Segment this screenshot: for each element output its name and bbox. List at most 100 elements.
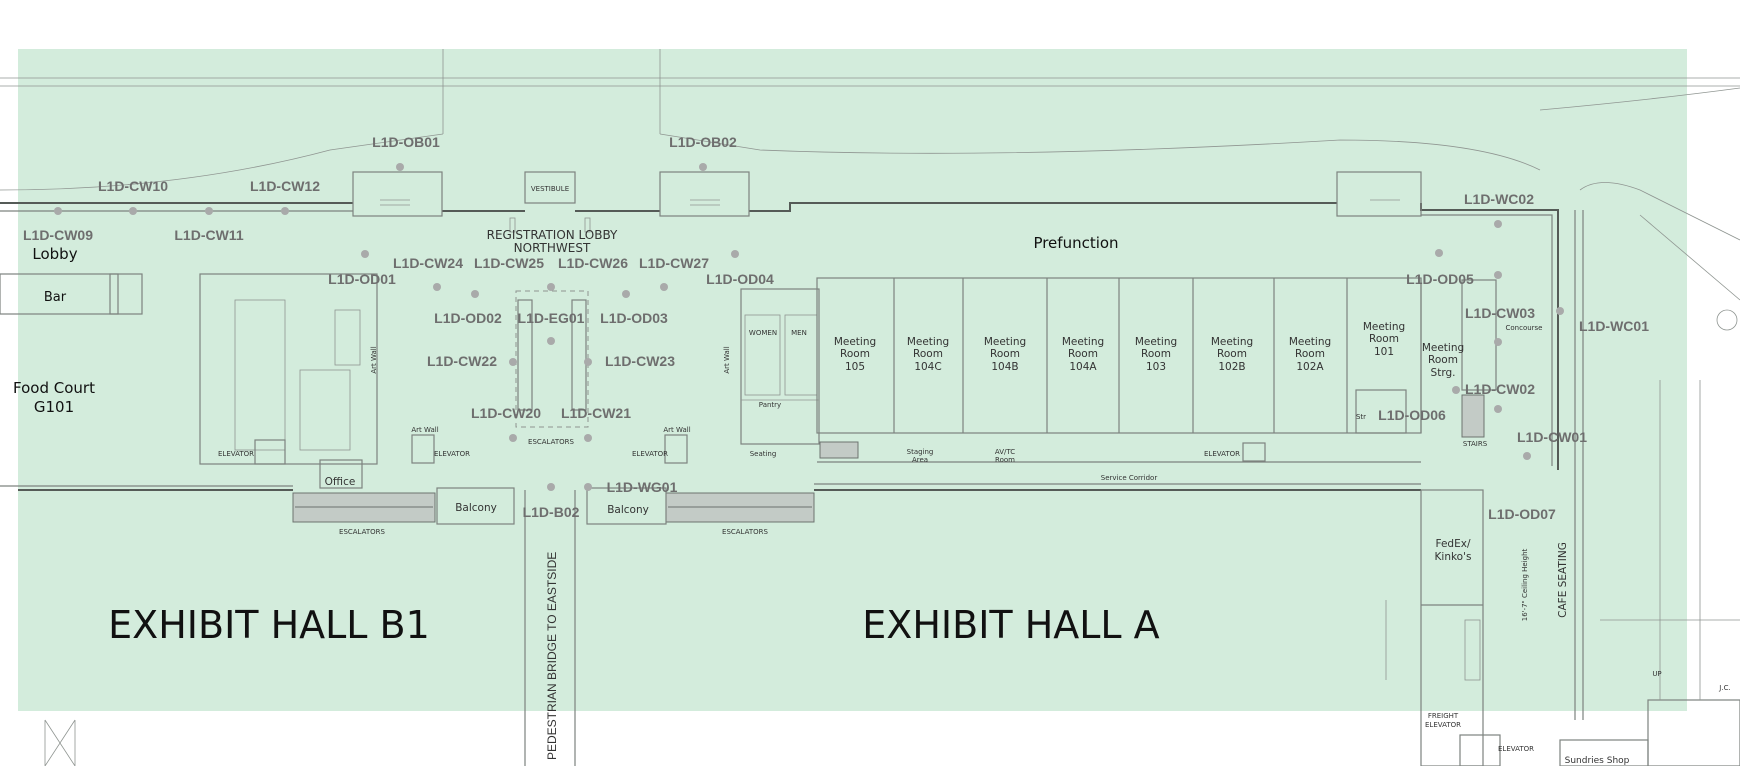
label-cw21: L1D-CW21 — [561, 405, 631, 421]
label-lobby: Lobby — [32, 245, 77, 263]
label-eg01: L1D-EG01 — [518, 310, 585, 326]
svg-text:105: 105 — [845, 361, 865, 373]
label-pedestrian-bridge: PEDESTRIAN BRIDGE TO EASTSIDE — [545, 552, 559, 760]
label-elevator-south: ELEVATOR — [1498, 745, 1534, 753]
label-escalators-east: ESCALATORS — [722, 528, 768, 536]
label-art-wall-w: Art Wall — [411, 426, 438, 434]
label-od04: L1D-OD04 — [706, 271, 774, 287]
label-wg01: L1D-WG01 — [607, 479, 678, 495]
svg-text:Meeting: Meeting — [1211, 336, 1253, 348]
label-cw11: L1D-CW11 — [174, 227, 243, 243]
label-pantry: Pantry — [759, 401, 781, 409]
label-cw02: L1D-CW02 — [1465, 381, 1535, 397]
label-cafe-seating: CAFE SEATING — [1557, 542, 1569, 618]
label-art-wall-v2: Art Wall — [723, 346, 731, 373]
label-cw01: L1D-CW01 — [1517, 429, 1587, 445]
label-balcony-west: Balcony — [455, 502, 497, 514]
walls — [0, 273, 1740, 766]
label-od06: L1D-OD06 — [1378, 407, 1446, 423]
svg-text:Meeting: Meeting — [984, 336, 1026, 348]
label-cw23: L1D-CW23 — [605, 353, 675, 369]
svg-text:Room: Room — [990, 348, 1020, 360]
svg-text:Room: Room — [1217, 348, 1247, 360]
label-od03: L1D-OD03 — [600, 310, 668, 326]
sensor-labels: L1D-OB01 L1D-OB02 L1D-CW10 L1D-CW12 L1D-… — [23, 134, 1649, 522]
label-wc01: L1D-WC01 — [1579, 318, 1649, 334]
label-fedex: FedEx/ — [1436, 538, 1471, 550]
label-cw20: L1D-CW20 — [471, 405, 541, 421]
svg-text:104C: 104C — [914, 361, 941, 373]
svg-text:Room: Room — [1369, 333, 1399, 345]
svg-text:Meeting: Meeting — [1422, 342, 1464, 354]
svg-text:103: 103 — [1146, 361, 1166, 373]
label-art-wall-v1: Art Wall — [370, 346, 378, 373]
label-cw22: L1D-CW22 — [427, 353, 497, 369]
label-od01: L1D-OD01 — [328, 271, 396, 287]
svg-text:Strg.: Strg. — [1431, 367, 1456, 379]
label-wc02: L1D-WC02 — [1464, 191, 1534, 207]
label-elevator-service: ELEVATOR — [1204, 450, 1240, 458]
sensor-dots — [54, 163, 1564, 491]
svg-text:Room: Room — [913, 348, 943, 360]
svg-text:Meeting: Meeting — [1135, 336, 1177, 348]
label-balcony-east: Balcony — [607, 504, 649, 516]
label-staging: Staging — [907, 448, 934, 456]
label-escalators-center: ESCALATORS — [528, 438, 574, 446]
label-b02: L1D-B02 — [523, 504, 580, 520]
label-concourse: Concourse — [1505, 324, 1542, 332]
label-women: WOMEN — [749, 329, 777, 337]
label-exhibit-hall-b1: EXHIBIT HALL B1 — [108, 603, 430, 647]
label-sundries-shop: Sundries Shop — [1565, 756, 1630, 766]
label-exhibit-hall-a: EXHIBIT HALL A — [862, 603, 1159, 647]
label-art-wall-e: Art Wall — [663, 426, 690, 434]
label-od05: L1D-OD05 — [1406, 271, 1474, 287]
label-cw25: L1D-CW25 — [474, 255, 544, 271]
svg-text:Room: Room — [1141, 348, 1171, 360]
site-lines — [0, 49, 1740, 331]
svg-text:102B: 102B — [1218, 361, 1245, 373]
label-avtc: AV/TC — [995, 448, 1015, 456]
label-registration-2: NORTHWEST — [514, 241, 591, 255]
label-bar: Bar — [44, 290, 67, 305]
label-cw12: L1D-CW12 — [250, 178, 320, 194]
label-food-court-id: G101 — [34, 398, 74, 416]
label-od07: L1D-OD07 — [1488, 506, 1556, 522]
label-seating: Seating — [750, 450, 777, 458]
label-cw10: L1D-CW10 — [98, 178, 168, 194]
svg-text:Room: Room — [1295, 348, 1325, 360]
label-ob02: L1D-OB02 — [669, 134, 737, 150]
svg-text:104A: 104A — [1069, 361, 1097, 373]
svg-text:Meeting: Meeting — [907, 336, 949, 348]
label-escalators-west: ESCALATORS — [339, 528, 385, 536]
label-cw24: L1D-CW24 — [393, 255, 463, 271]
label-stairs: STAIRS — [1463, 440, 1488, 448]
label-jc: J.C. — [1718, 684, 1730, 692]
svg-text:102A: 102A — [1296, 361, 1324, 373]
highlight-overlay — [18, 49, 1687, 711]
label-ceiling-height: 16'-7" Ceiling Height — [1521, 548, 1529, 621]
area-labels: Lobby Bar Food Court G101 Prefunction RE… — [13, 185, 1731, 766]
north-facade — [0, 171, 1584, 720]
svg-text:101: 101 — [1374, 346, 1394, 358]
label-od02: L1D-OD02 — [434, 310, 502, 326]
label-cw27: L1D-CW27 — [639, 255, 709, 271]
label-men: MEN — [791, 329, 807, 337]
svg-text:Meeting: Meeting — [834, 336, 876, 348]
label-str: Str — [1356, 413, 1366, 421]
svg-text:Room: Room — [1068, 348, 1098, 360]
label-vestibule: VESTIBULE — [531, 185, 569, 193]
label-cw09: L1D-CW09 — [23, 227, 93, 243]
label-elevator-center-e: ELEVATOR — [632, 450, 668, 458]
label-registration: REGISTRATION LOBBY — [487, 228, 618, 242]
label-freight-elevator: FREIGHT — [1428, 712, 1459, 720]
svg-text:Room: Room — [840, 348, 870, 360]
